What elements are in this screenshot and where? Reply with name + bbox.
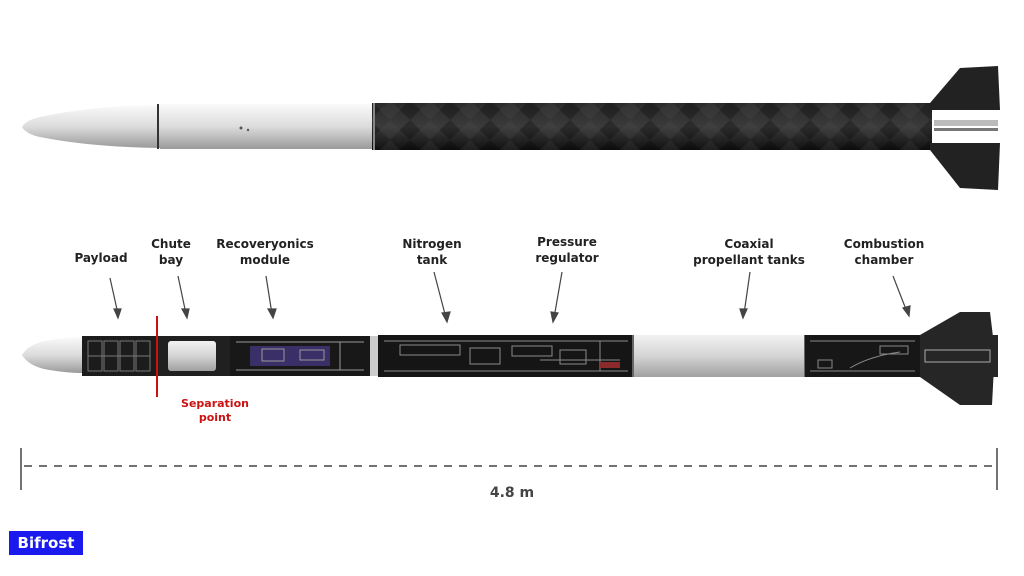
label-recovery-module: Recoveryonics module [216, 237, 314, 267]
length-dimension [20, 448, 998, 490]
label-nitrogen-tank: Nitrogen tank [402, 237, 462, 267]
cutaway-fin-top [920, 312, 994, 345]
brand-logo: Bifrost [17, 534, 75, 552]
label-propellant-tanks: Coaxial propellant tanks [693, 237, 805, 267]
exterior-rocket [22, 66, 1000, 190]
annotation-arrows [109, 271, 911, 324]
exterior-upper-body [160, 104, 372, 149]
propellant-tanks [633, 335, 805, 377]
label-combustion-chamber: Combustion chamber [843, 237, 925, 267]
cutaway-rocket [22, 312, 998, 405]
label-pressure-regulator: Pressure regulator [535, 235, 599, 265]
label-separation-point: Separation point [181, 397, 249, 424]
label-payload: Payload [74, 251, 128, 265]
length-label: 4.8 m [489, 485, 535, 501]
exterior-nose-cone [22, 105, 160, 148]
exterior-fin-bottom [930, 143, 1000, 190]
brand-box [9, 531, 83, 555]
cutaway-fin-bottom [920, 367, 994, 405]
cutaway-nose-cone [22, 337, 82, 373]
engine-section [805, 335, 920, 377]
exterior-fin-top [930, 66, 1000, 110]
nitrogen-regulator-section [378, 335, 633, 377]
label-chute-bay: Chute bay [151, 237, 191, 267]
